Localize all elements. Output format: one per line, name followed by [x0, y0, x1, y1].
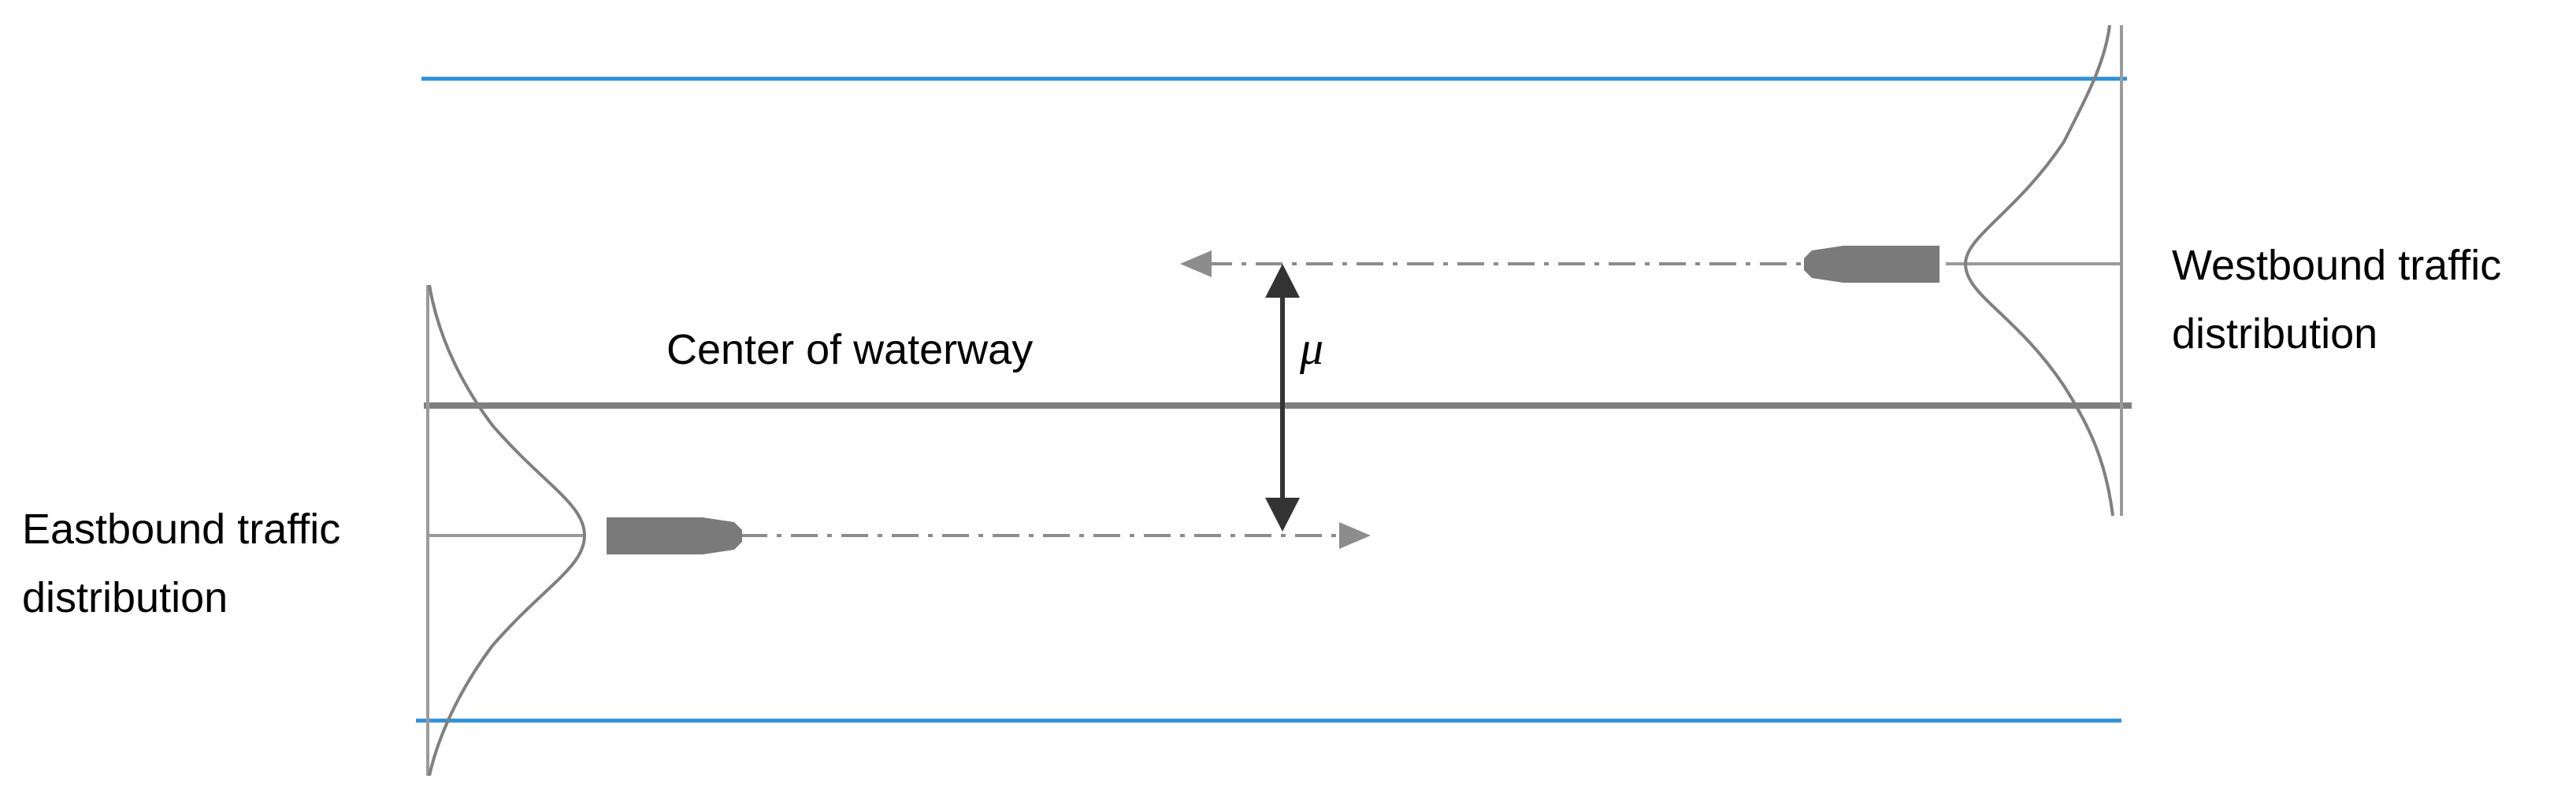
eastbound-arrowhead — [1339, 522, 1371, 549]
eastbound-label-line2: distribution — [22, 574, 228, 621]
westbound-vessel-icon — [1804, 246, 1939, 283]
westbound-distribution-curve — [1963, 24, 2114, 517]
westbound-label-line2: distribution — [2172, 310, 2377, 358]
eastbound-label-line1: Eastbound traffic — [22, 506, 340, 553]
eastbound-distribution-curve — [428, 284, 587, 776]
offset-double-arrow — [1265, 264, 1300, 532]
eastbound-vessel-icon — [607, 517, 742, 554]
westbound-arrowhead — [1180, 250, 1212, 277]
mu-offset-label: μ — [1299, 322, 1323, 374]
center-of-waterway-label: Center of waterway — [666, 326, 1033, 373]
westbound-label-line1: Westbound traffic — [2172, 242, 2501, 289]
